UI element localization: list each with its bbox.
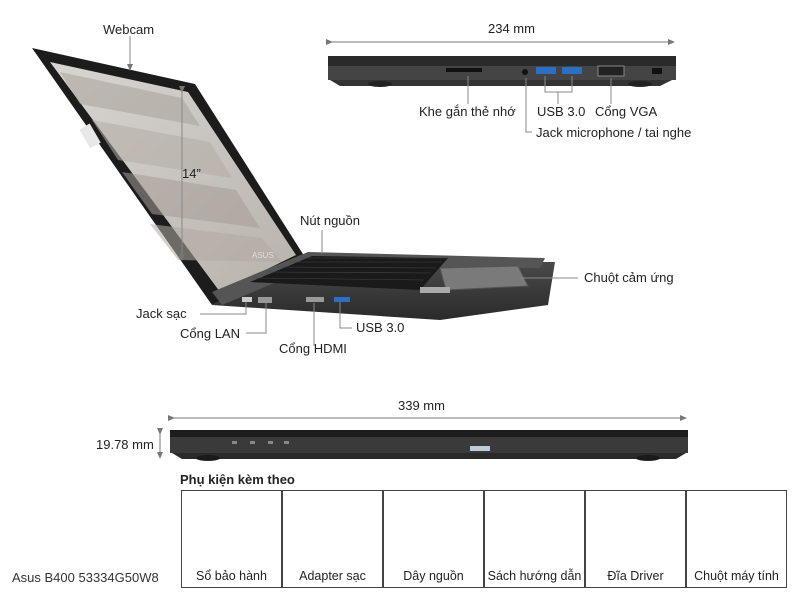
accessory-label: Đĩa Driver bbox=[607, 569, 664, 583]
port-usb-left bbox=[334, 297, 350, 302]
accessory-label: Sách hướng dẫn bbox=[487, 569, 582, 583]
power-button-label: Nút nguồn bbox=[300, 213, 360, 228]
leader-audio bbox=[525, 78, 532, 133]
vga-port-label: Cổng VGA bbox=[595, 104, 658, 119]
hdmi-port-label: Cổng HDMI bbox=[279, 341, 347, 356]
laptop-perspective: ASUS bbox=[32, 48, 555, 320]
card-slot-label: Khe gắn thẻ nhớ bbox=[419, 104, 516, 119]
webcam-label: Webcam bbox=[103, 22, 155, 37]
screen-size-label: 14” bbox=[182, 166, 201, 181]
keyboard bbox=[250, 256, 448, 290]
accessory-label: Adapter sạc bbox=[299, 569, 366, 583]
card-slot bbox=[446, 68, 482, 72]
leader-lines bbox=[127, 36, 578, 346]
side-bottom-base bbox=[170, 437, 688, 453]
audio-jack bbox=[522, 69, 528, 75]
port-hdmi bbox=[306, 297, 324, 302]
side-top-base bbox=[328, 66, 676, 80]
touchpad bbox=[439, 265, 529, 291]
indicator-lights bbox=[232, 441, 289, 444]
vga-port bbox=[597, 65, 625, 77]
accessory-label: Dây nguồn bbox=[403, 569, 464, 583]
port-lan bbox=[258, 297, 272, 303]
lan-port-label: Cổng LAN bbox=[180, 326, 240, 341]
touchpad-label: Chuột cảm ứng bbox=[584, 270, 674, 285]
charging-jack-label: Jack sạc bbox=[136, 306, 187, 321]
usb-right-2 bbox=[562, 67, 582, 74]
lock-slot bbox=[652, 68, 662, 74]
leader-usb-left bbox=[339, 302, 352, 329]
usb-right-1 bbox=[536, 67, 556, 74]
port-charging bbox=[242, 297, 252, 302]
leader-charging bbox=[200, 302, 247, 315]
leader-lan bbox=[246, 303, 267, 334]
leader-lines-top bbox=[467, 76, 612, 133]
accessory-item: Đĩa Driver bbox=[585, 490, 686, 588]
accessories-title: Phụ kiện kèm theo bbox=[180, 472, 295, 487]
side-view-top bbox=[326, 39, 676, 87]
accessory-label: Chuột máy tính bbox=[694, 569, 779, 583]
side-view-bottom bbox=[157, 415, 688, 461]
accessory-item: Dây nguồn bbox=[383, 490, 484, 588]
thickness-label: 19.78 mm bbox=[96, 437, 154, 452]
laptop-screen bbox=[50, 62, 296, 292]
side-top-lid bbox=[328, 56, 676, 66]
model-name: Asus B400 53334G50W8 bbox=[12, 570, 159, 585]
screen-reflection bbox=[79, 123, 101, 149]
audio-jack-label: Jack microphone / tai nghe bbox=[536, 125, 692, 140]
accessory-label: Sổ bảo hành bbox=[196, 569, 267, 583]
accessory-item: Sổ bảo hành bbox=[181, 490, 282, 588]
width-label: 339 mm bbox=[398, 398, 445, 413]
depth-label: 234 mm bbox=[488, 21, 535, 36]
accessory-item: Chuột máy tính bbox=[686, 490, 787, 588]
usb-right-label: USB 3.0 bbox=[537, 104, 586, 119]
asus-logo: ASUS bbox=[252, 251, 274, 260]
front-sticker bbox=[470, 446, 490, 451]
usb-left-label: USB 3.0 bbox=[356, 320, 405, 335]
keyboard-keys bbox=[255, 257, 446, 281]
accessory-item: Sách hướng dẫn bbox=[484, 490, 585, 588]
side-bottom-lid bbox=[170, 430, 688, 437]
sticker bbox=[420, 287, 450, 293]
accessory-item: Adapter sạc bbox=[282, 490, 383, 588]
